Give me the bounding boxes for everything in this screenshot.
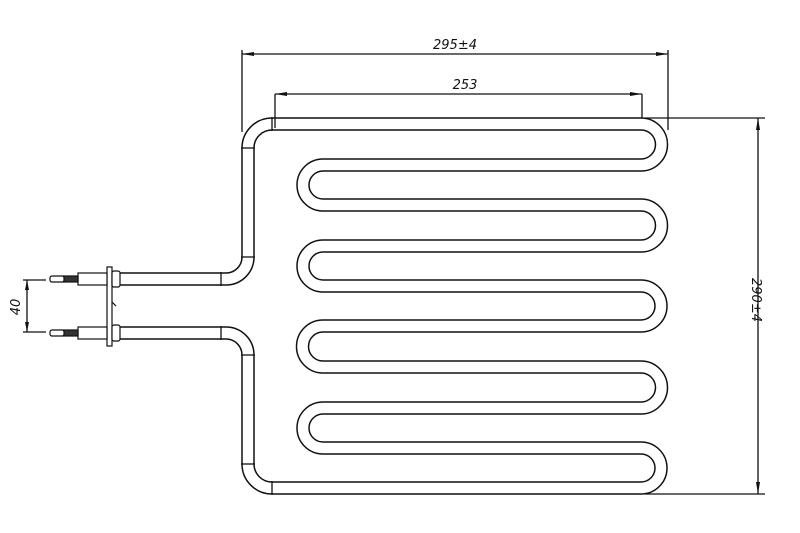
mounting-flange — [106, 266, 113, 347]
flange-nut-lower — [111, 324, 121, 342]
heating-tube — [118, 117, 669, 495]
dimension-overall-height: 290±4 — [645, 117, 765, 495]
terminal-pin-lower — [49, 329, 65, 337]
terminal-sleeve-lower — [77, 326, 108, 340]
dimension-label-40: 40 — [9, 299, 24, 316]
terminal-thread-upper — [62, 275, 79, 283]
terminal-thread-lower — [62, 329, 79, 337]
terminal-sleeve-upper — [77, 272, 108, 286]
flange-nut-upper — [111, 270, 121, 288]
dimension-label-253: 253 — [453, 78, 478, 93]
dimension-label-290: 290±4 — [748, 278, 763, 322]
terminal-pin-upper — [49, 275, 65, 283]
dimension-label-295: 295±4 — [433, 38, 477, 53]
bend-tick-marks — [220, 117, 273, 495]
dimension-inner-width: 253 — [274, 78, 643, 128]
terminal-assembly — [49, 266, 121, 347]
dimension-overall-width: 295±4 — [241, 38, 669, 132]
dimension-terminal-spacing: 40 — [9, 279, 46, 333]
